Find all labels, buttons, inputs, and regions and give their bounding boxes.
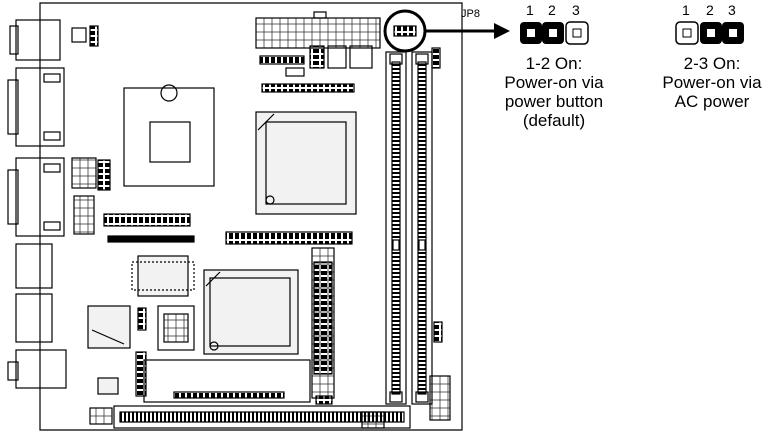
pin-number-a-2: 2	[548, 2, 556, 18]
pin-number-b-2: 2	[706, 2, 714, 18]
pin-number-a-1: 1	[526, 2, 534, 18]
jumper-label: JP8	[461, 8, 480, 20]
lpc-chip	[157, 305, 195, 351]
pin-number-b-3: 3	[728, 2, 736, 18]
pin-number-a-3: 3	[572, 2, 580, 18]
cf-slot	[143, 359, 311, 403]
jp8-board-header	[393, 25, 417, 37]
dimm-slot-1	[385, 51, 407, 405]
setting-b-line-3: AC power	[674, 92, 750, 111]
ide-connector	[225, 231, 353, 245]
northbridge-chip	[255, 111, 357, 215]
super-io-chip	[137, 255, 189, 297]
audio-connector	[15, 349, 67, 389]
setting-b-caption: 2-3 On: Power-on via AC power	[656, 54, 768, 111]
usb-connector-1	[15, 243, 53, 289]
pin-number-b-1: 1	[682, 2, 690, 18]
jumper-setting-b-pins	[675, 21, 744, 45]
ps2-connector	[15, 19, 61, 61]
atx-power-connector	[255, 17, 381, 49]
setting-a-caption: 1-2 On: Power-on via power button (defau…	[498, 54, 610, 130]
jp8-highlight-circle	[383, 9, 427, 53]
southbridge-chip	[203, 269, 299, 355]
setting-b-line-1: 2-3 On:	[683, 54, 741, 73]
com-connector	[15, 157, 65, 237]
pci-slot	[113, 405, 411, 429]
cpu-socket	[123, 87, 215, 187]
usb-connector-2	[15, 293, 53, 343]
setting-a-line-2: Power-on via	[504, 73, 604, 92]
vga-connector	[15, 67, 65, 147]
setting-a-line-3: power button	[504, 92, 604, 111]
setting-a-line-4: (default)	[522, 111, 586, 130]
setting-a-line-1: 1-2 On:	[525, 54, 583, 73]
setting-b-line-2: Power-on via	[662, 73, 762, 92]
dimm-slot-2	[411, 51, 433, 405]
jumper-setting-a-pins	[520, 21, 589, 45]
